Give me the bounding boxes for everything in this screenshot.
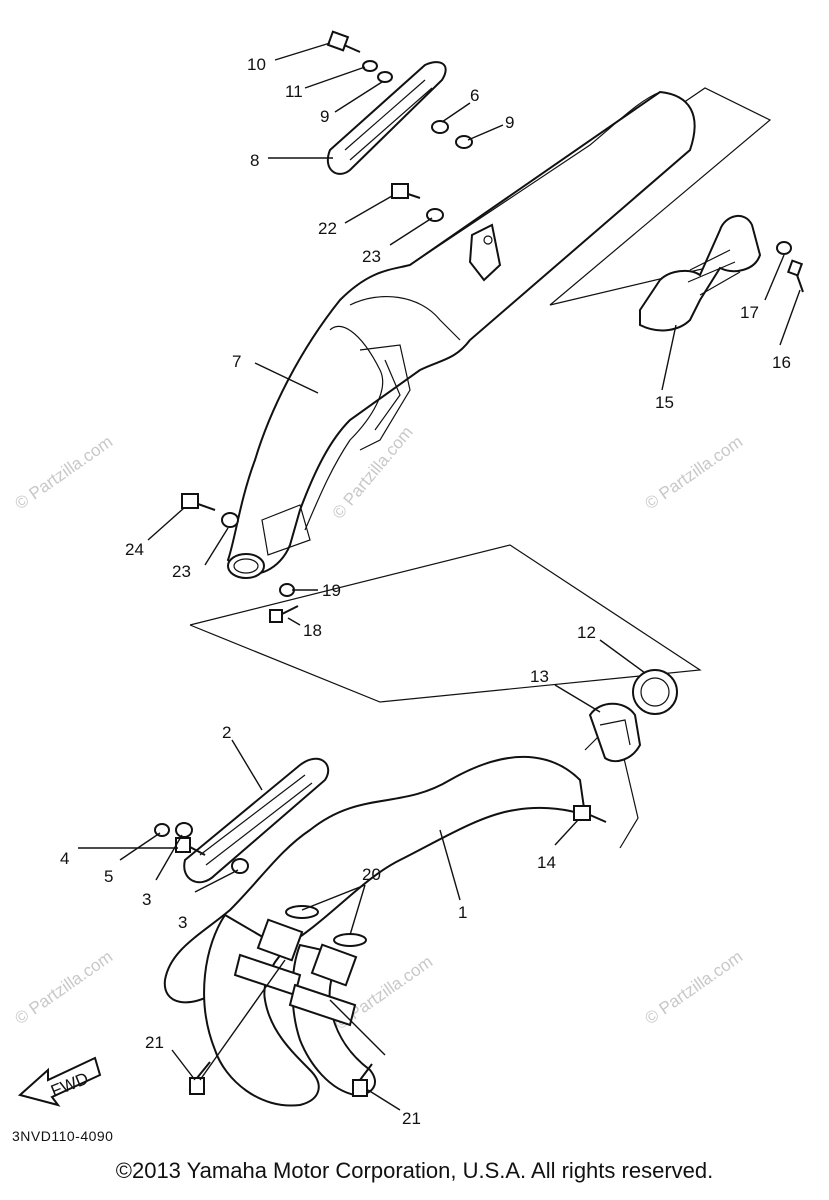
muffler-mount-fasteners xyxy=(181,493,299,623)
callout-18: 18 xyxy=(303,621,322,640)
callout-20: 20 xyxy=(362,865,381,884)
callout-1: 1 xyxy=(458,903,467,922)
callout-13: 13 xyxy=(530,667,549,686)
callout-4: 4 xyxy=(60,849,69,868)
drawing-code: 3NVD110-4090 xyxy=(12,1128,114,1144)
watermark: © Partzilla.com xyxy=(641,947,746,1028)
copyright-notice: ©2013 Yamaha Motor Corporation, U.S.A. A… xyxy=(115,1158,714,1183)
watermark: © Partzilla.com xyxy=(11,432,116,513)
callout-15: 15 xyxy=(655,393,674,412)
callout-3: 3 xyxy=(178,913,187,932)
callout-5: 5 xyxy=(104,867,113,886)
callout-3: 3 xyxy=(142,890,151,909)
callout-10: 10 xyxy=(247,55,266,74)
callout-9: 9 xyxy=(320,107,329,126)
exhaust-header-pipe xyxy=(163,756,587,1107)
callout-9: 9 xyxy=(505,113,514,132)
callout-16: 16 xyxy=(772,353,791,372)
callout-19: 19 xyxy=(322,581,341,600)
joint-gaskets xyxy=(588,669,678,763)
callout-21: 21 xyxy=(145,1033,164,1052)
heat-protector-upper xyxy=(327,61,447,175)
callout-23: 23 xyxy=(172,562,191,581)
callout-11: 11 xyxy=(285,82,303,101)
heat-protector-lower xyxy=(183,757,330,884)
tail-insert xyxy=(639,215,804,332)
callout-7: 7 xyxy=(232,352,241,371)
callout-14: 14 xyxy=(537,853,556,872)
callout-8: 8 xyxy=(250,151,259,170)
callout-2: 2 xyxy=(222,723,231,742)
callout-22: 22 xyxy=(318,219,337,238)
callout-21: 21 xyxy=(402,1109,421,1128)
callout-24: 24 xyxy=(125,540,144,559)
leader-lines xyxy=(78,42,801,1111)
callout-12: 12 xyxy=(577,623,596,642)
watermark: © Partzilla.com xyxy=(11,947,116,1028)
watermark: © Partzilla.com xyxy=(641,432,746,513)
callout-23: 23 xyxy=(362,247,381,266)
fwd-label: FWD xyxy=(48,1069,91,1101)
upper-fasteners xyxy=(326,30,473,222)
callout-6: 6 xyxy=(470,86,479,105)
muffler xyxy=(226,90,696,579)
forward-direction-arrow: FWD xyxy=(17,1056,102,1107)
watermark: © Partzilla.com xyxy=(329,423,417,523)
lower-fasteners xyxy=(154,805,607,1097)
part-callouts: 10 11 9 6 9 8 22 23 7 17 16 15 24 23 19 … xyxy=(60,55,791,1128)
callout-17: 17 xyxy=(740,303,759,322)
